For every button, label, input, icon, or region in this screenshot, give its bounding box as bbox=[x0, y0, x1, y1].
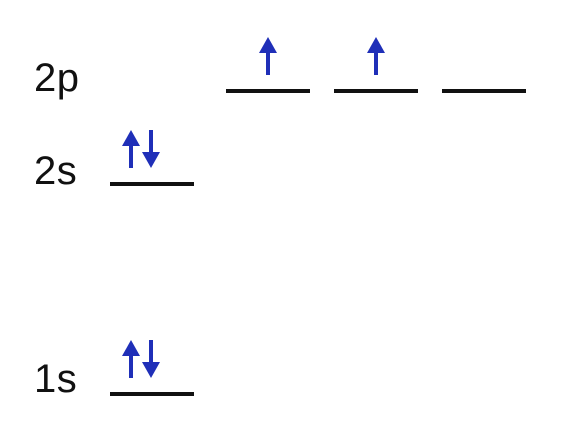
orbital-line bbox=[334, 89, 418, 93]
orbital-line bbox=[110, 392, 194, 396]
level-label-1s: 1s bbox=[34, 357, 78, 401]
electron-down-arrow-icon bbox=[142, 130, 160, 168]
electron-up-arrow-icon bbox=[122, 340, 140, 378]
orbital-line bbox=[110, 182, 194, 186]
orbital-line bbox=[226, 89, 310, 93]
level-label-2p: 2p bbox=[34, 56, 80, 100]
orbital-line bbox=[442, 89, 526, 93]
level-label-2s: 2s bbox=[34, 149, 78, 193]
orbital-2p-3 bbox=[442, 23, 526, 93]
orbital-2p-1 bbox=[226, 23, 310, 93]
electron-up-arrow-icon bbox=[122, 130, 140, 168]
orbital-2s bbox=[110, 116, 194, 186]
electron-up-arrow-icon bbox=[259, 37, 277, 75]
orbital-2p-2 bbox=[334, 23, 418, 93]
orbital-1s bbox=[110, 326, 194, 396]
electron-down-arrow-icon bbox=[142, 340, 160, 378]
electron-up-arrow-icon bbox=[367, 37, 385, 75]
